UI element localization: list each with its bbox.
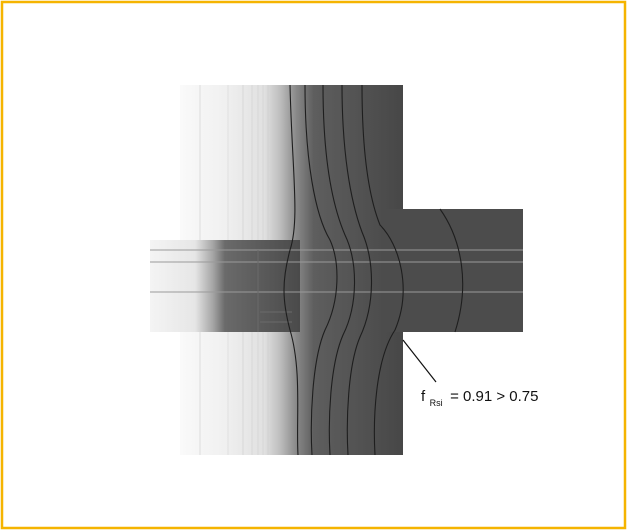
isotherm-line [439, 208, 464, 333]
isotherm-line [361, 84, 404, 456]
factor-subscript: Rsi [430, 398, 443, 408]
isotherm-line [322, 84, 356, 456]
annotation-leader-line [402, 339, 437, 383]
factor-expression: = 0.91 > 0.75 [450, 388, 538, 405]
isotherm-line [341, 84, 373, 456]
isotherm-line [304, 84, 338, 456]
factor-symbol: f [421, 388, 426, 405]
isotherm-line [283, 84, 299, 456]
temperature-factor-label: f Rsi = 0.91 > 0.75 [421, 388, 539, 410]
slab-left [150, 240, 300, 332]
isotherm-lines [283, 84, 464, 456]
slab-right [385, 209, 523, 332]
